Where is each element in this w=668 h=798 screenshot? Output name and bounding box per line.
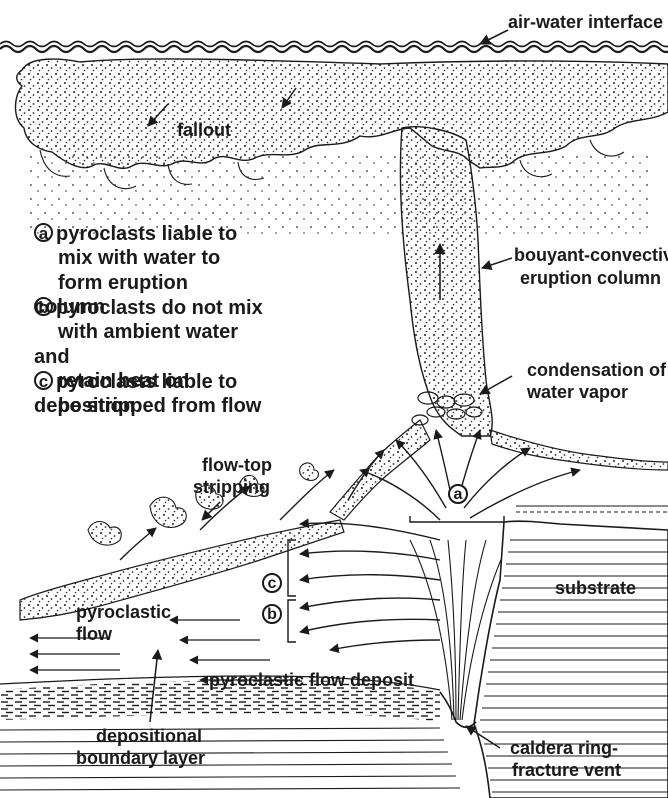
label-air-water-interface: air-water interface (508, 12, 663, 32)
left-substrate-strata (0, 728, 460, 790)
label-fracture-vent: fracture vent (512, 760, 621, 780)
legend-c-line1: pyroclasts liable to (56, 371, 237, 393)
marker-a: a (448, 484, 468, 504)
label-pyroclastic: pyroclastic (76, 602, 171, 622)
label-condensation: condensation of (527, 360, 666, 380)
label-stripping: stripping (193, 477, 270, 497)
label-substrate: substrate (555, 578, 636, 598)
legend-letter-b: b (34, 297, 53, 316)
label-flow: flow (76, 624, 112, 644)
label-flow-top: flow-top (202, 455, 272, 475)
label-eruption-column: eruption column (520, 268, 661, 288)
label-caldera-ring: caldera ring- (510, 738, 618, 758)
legend-a-line2: mix with water to (34, 247, 220, 269)
pyroclastic-flow-body (20, 520, 344, 620)
legend-c-line2: be stripped from flow (34, 395, 261, 417)
label-boundary-layer: boundary layer (76, 748, 205, 768)
label-buoyant-convective: bouyant-convective (514, 245, 668, 265)
legend-letter-c: c (34, 371, 53, 390)
label-fallout: fallout (177, 120, 231, 140)
label-depositional: depositional (96, 726, 202, 746)
legend-letter-a: a (34, 223, 53, 242)
legend-item-c: cpyroclasts liable to be stripped from f… (34, 370, 264, 419)
legend-b-line2: with ambient water and (34, 321, 238, 367)
marker-c: c (262, 573, 282, 593)
label-pyroclastic-flow-deposit: pyroclastic flow deposit (209, 670, 414, 690)
column-skirt (330, 420, 430, 520)
legend-a-line1: pyroclasts liable to (56, 223, 237, 245)
legend-b-line1: pyroclasts do not mix (56, 297, 263, 319)
label-water-vapor: water vapor (527, 382, 628, 402)
marker-b: b (262, 604, 282, 624)
legend: apyroclasts liable to mix with water to … (34, 222, 274, 412)
